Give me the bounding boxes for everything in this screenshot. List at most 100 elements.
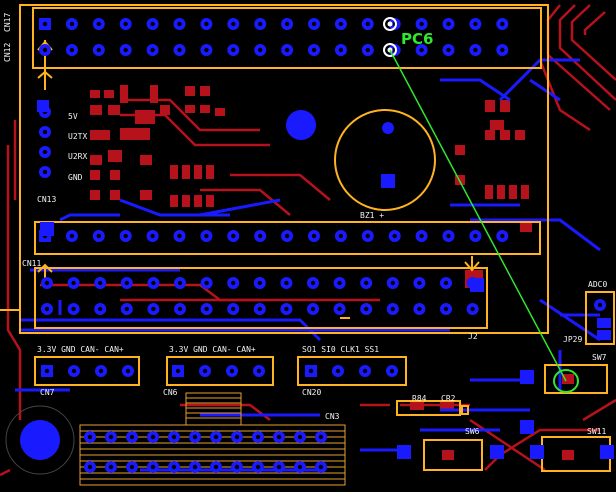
pad-drill: [177, 233, 182, 239]
pad-drill: [213, 434, 219, 440]
pad-drill: [96, 21, 102, 27]
pad-drill: [42, 47, 48, 53]
pad-drill: [310, 306, 316, 312]
pad-drill: [365, 21, 370, 27]
pad-drill: [470, 306, 475, 312]
pad-drill: [87, 434, 93, 440]
pad-drill: [204, 21, 209, 27]
pad-drill: [98, 306, 103, 312]
pad-drill: [108, 434, 114, 440]
pad-drill: [123, 47, 128, 53]
ratsnest-target-marker: [553, 369, 579, 393]
silk-cn11: CN11: [22, 259, 42, 268]
pad-drill: [446, 47, 451, 53]
pad-drill: [42, 169, 48, 175]
pad-drill: [96, 233, 102, 239]
pad-drill: [192, 464, 198, 470]
pad-drill: [419, 47, 424, 53]
pad-drill: [311, 47, 317, 53]
pad-drill: [473, 21, 478, 27]
pad-drill: [192, 434, 198, 440]
pad-drill: [390, 306, 395, 312]
pad-drill: [71, 368, 77, 374]
pad-drill: [318, 464, 324, 470]
pad-drill: [229, 368, 235, 374]
silk-cn20: CN20: [302, 388, 322, 397]
pad-drill: [124, 280, 129, 286]
pad-drill: [284, 47, 290, 53]
silk-sw11: SW11: [587, 427, 607, 436]
pad-drill: [171, 464, 177, 470]
pad-drill: [213, 464, 219, 470]
smd-pads: [37, 100, 614, 459]
pad-drill: [231, 280, 236, 286]
pad-drill: [234, 464, 240, 470]
pad-drill: [150, 464, 156, 470]
pad-drill: [177, 306, 183, 312]
pad-drill: [204, 306, 209, 312]
pad-drill: [284, 233, 290, 239]
pad-drill: [125, 368, 131, 374]
pad-drill: [231, 21, 236, 27]
silk-can-header-2: 3.3V GND CAN- CAN+: [169, 345, 256, 354]
pad-drill: [417, 280, 422, 286]
pad-drill: [500, 47, 505, 53]
pad-drill: [258, 47, 263, 53]
pad-drill: [175, 368, 181, 374]
pad-drill: [284, 280, 289, 286]
silk-r84: R84: [412, 394, 427, 403]
pad-drill: [44, 306, 50, 312]
silk-cn7: CN7: [40, 388, 55, 397]
pad-drill: [129, 434, 135, 440]
pad-drill: [297, 464, 303, 470]
pad-drill: [257, 306, 262, 312]
pad-drill: [96, 47, 102, 53]
pad-drill: [365, 47, 370, 53]
pad-drill: [231, 47, 236, 53]
pad-drill: [419, 233, 424, 239]
pad-drill: [419, 21, 424, 27]
silk-5v: 5V: [68, 112, 78, 121]
pad-drill: [42, 149, 48, 155]
pad-drill: [177, 21, 182, 27]
pad-drill: [337, 280, 342, 286]
pad-drill: [284, 306, 289, 312]
pad-drill: [71, 306, 76, 312]
pad-drill: [255, 464, 261, 470]
highlighted-pin[interactable]: [383, 43, 397, 57]
pad-drill: [108, 464, 114, 470]
buzzer-pad: [382, 122, 394, 134]
pad-drill: [392, 233, 397, 239]
pad-drill: [276, 434, 282, 440]
silk-jp29: JP29: [563, 335, 583, 344]
silk-can-header-1: 3.3V GND CAN- CAN+: [37, 345, 124, 354]
pad-drill: [44, 280, 50, 286]
silk-gnd: GND: [68, 173, 83, 182]
pad-drill: [473, 233, 478, 239]
pad-drill: [98, 368, 104, 374]
pad-drill: [150, 47, 155, 53]
highlighted-pin[interactable]: [383, 17, 397, 31]
pad-drill: [443, 280, 449, 286]
buzzer-pad: [381, 174, 395, 188]
pad-drill: [202, 368, 208, 374]
mounting-hole: [286, 110, 316, 140]
silk-sw6: SW6: [465, 427, 480, 436]
silk-bz1: BZ1 +: [360, 211, 385, 220]
silk-spi-header: SO1 SI0 CLK1 SS1: [302, 345, 380, 354]
silk-adc0: ADC0: [588, 280, 608, 289]
pad-drill: [308, 368, 314, 374]
pad-drill: [44, 368, 50, 374]
pad-drill: [204, 233, 209, 239]
pad-drill: [124, 306, 129, 312]
pad-drill: [318, 434, 324, 440]
silk-cn6: CN6: [163, 388, 178, 397]
pad-drill: [311, 233, 317, 239]
pad-drill: [338, 233, 344, 239]
pad-drill: [256, 368, 262, 374]
bottom-copper-traces: [15, 58, 601, 472]
pad-drill: [151, 306, 156, 312]
pad-drill: [150, 434, 156, 440]
pad-drill: [69, 47, 75, 53]
mounting-keepout: [5, 405, 75, 475]
